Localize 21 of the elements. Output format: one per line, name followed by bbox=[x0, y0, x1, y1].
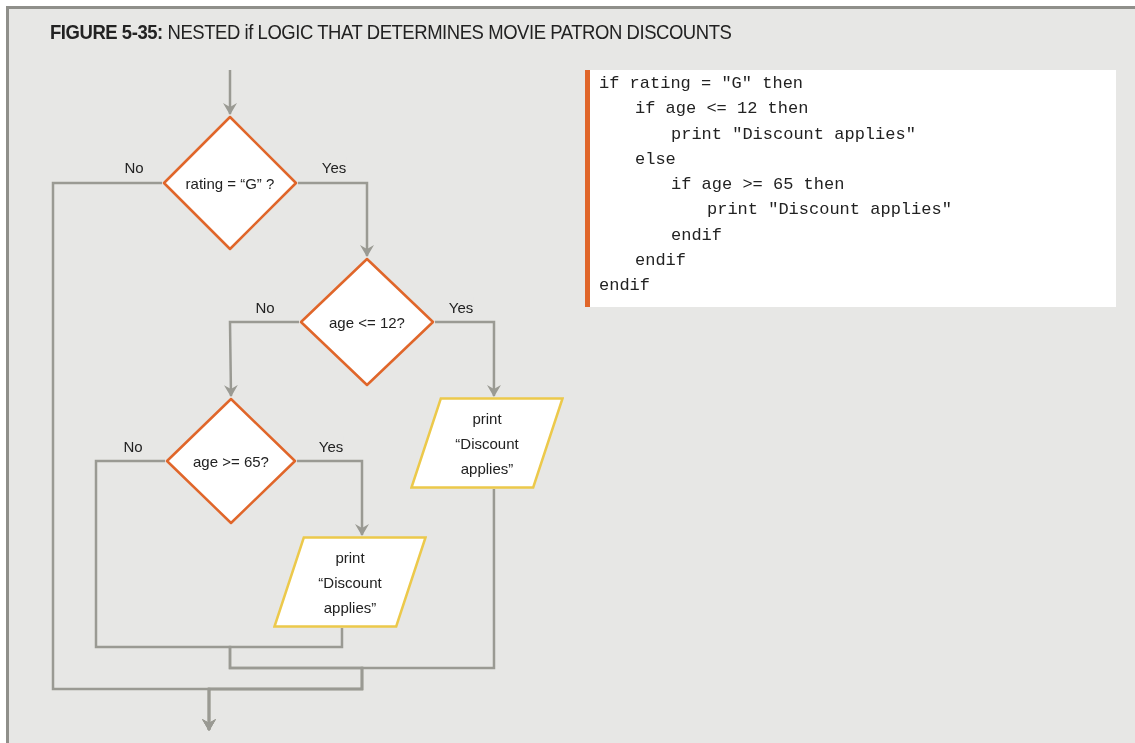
code-line: if age >= 65 then bbox=[671, 174, 845, 197]
code-line: else bbox=[635, 148, 676, 171]
flow-arrow bbox=[297, 459, 369, 536]
code-line: endif bbox=[635, 250, 686, 273]
flow-arrow bbox=[223, 320, 299, 397]
flow-arrow bbox=[435, 320, 501, 397]
code-line: if rating = "G" then bbox=[599, 73, 804, 95]
figure-title: FIGURE 5-35: NESTED if LOGIC THAT DETERMINES MOVIE PATRON DISCOUNTS bbox=[50, 19, 732, 45]
output-text: print “Discount applies” bbox=[454, 408, 520, 479]
flow-arrow bbox=[223, 70, 237, 115]
condition-text: age <= 12? bbox=[329, 312, 405, 333]
code-line: endif bbox=[599, 275, 650, 298]
code-line: if age <= 12 then bbox=[635, 98, 809, 121]
condition-text: age >= 65? bbox=[193, 451, 269, 472]
flow-arrow bbox=[298, 181, 374, 257]
flow-arrow bbox=[202, 489, 496, 731]
code-line: print "Discount applies" bbox=[707, 199, 952, 222]
output-text: print “Discount applies” bbox=[317, 547, 383, 618]
code-line: endif bbox=[671, 224, 722, 247]
code-line: print "Discount applies" bbox=[671, 123, 916, 146]
condition-text: rating = “G” ? bbox=[185, 173, 275, 194]
